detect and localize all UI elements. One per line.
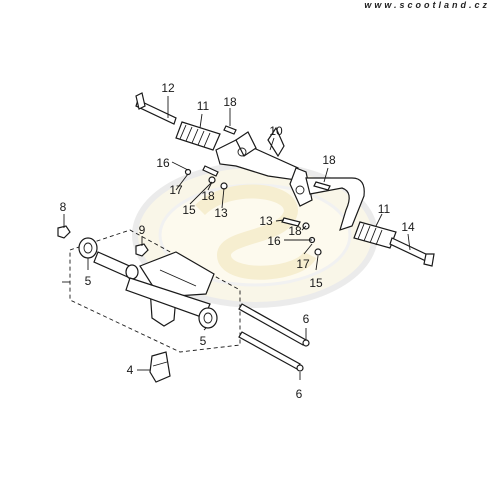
callout-18: 18 (322, 153, 336, 167)
callout-16: 16 (267, 234, 281, 248)
long-bolt-6-upper (238, 303, 310, 347)
callout-18: 18 (201, 189, 215, 203)
footrest-rod-12 (135, 92, 177, 125)
main-stand-body (125, 251, 215, 327)
callout-13: 13 (214, 206, 228, 220)
rubber-stopper-4 (149, 351, 171, 383)
watermark-logo (132, 162, 378, 308)
leader-lines (63, 96, 411, 380)
pivot-shaft (93, 251, 139, 280)
callout-11: 11 (378, 202, 391, 216)
callout-10: 10 (269, 124, 283, 138)
callout-18: 18 (223, 95, 237, 109)
callout-4: 4 (127, 363, 134, 377)
callout-17: 17 (296, 257, 310, 271)
callout-11: 11 (197, 99, 210, 113)
nut-9 (135, 243, 149, 257)
assembly-outline (69, 229, 241, 353)
footrest-rubber-11-left (175, 121, 221, 151)
callout-12: 12 (161, 81, 175, 95)
small-fasteners (184, 125, 331, 256)
callout-5: 5 (200, 334, 207, 348)
callout-17: 17 (169, 183, 183, 197)
callout-15: 15 (309, 276, 323, 290)
callout-15: 15 (182, 203, 196, 217)
callout-13: 13 (259, 214, 273, 228)
long-bolt-6-lower (238, 331, 304, 372)
callout-14: 14 (401, 220, 415, 234)
footrest-rod-14 (389, 237, 435, 267)
callout-16: 16 (156, 156, 170, 170)
bushing-5-left (78, 237, 98, 259)
callout-6: 6 (303, 312, 310, 326)
callout-6: 6 (296, 387, 303, 401)
bushing-5-right (198, 307, 218, 329)
callout-9: 9 (139, 223, 146, 237)
callout-5: 5 (85, 274, 92, 288)
callout-18: 18 (288, 224, 302, 238)
watermark-url: www.scootland.cz (364, 0, 490, 10)
callout-8: 8 (60, 200, 67, 214)
footrest-rubber-11-right (353, 221, 397, 249)
nut-8 (57, 225, 71, 239)
main-step-bracket-10 (215, 126, 365, 231)
